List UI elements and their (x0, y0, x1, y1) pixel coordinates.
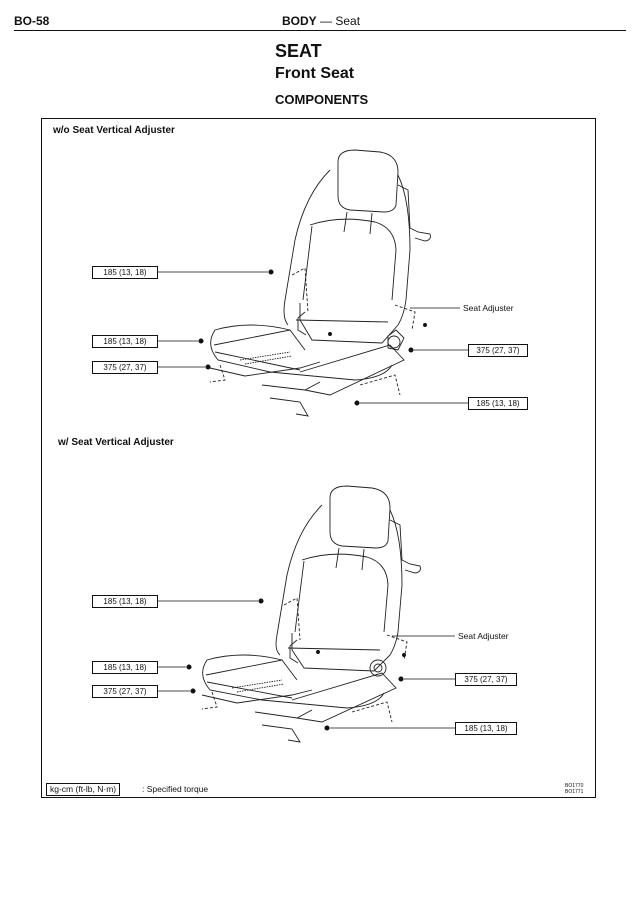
torque-legend-text: : Specified torque (142, 784, 209, 794)
section-sub: Seat (335, 14, 361, 28)
section-header: BODY — Seat (282, 14, 360, 28)
figure-code: BO1770 (565, 783, 584, 789)
seat-illustration-bottom (201, 485, 421, 743)
torque-callout: 375 (27, 37) (92, 685, 158, 698)
page-title: SEAT (275, 41, 322, 61)
header-rule (14, 30, 626, 31)
components-heading: COMPONENTS (275, 92, 369, 107)
torque-callout: 375 (27, 37) (92, 361, 158, 374)
torque-callout: 375 (27, 37) (468, 344, 528, 357)
diagram-top-heading: w/o Seat Vertical Adjuster (53, 125, 175, 136)
figure-code: BO1771 (565, 789, 584, 795)
torque-unit-legend: kg-cm (ft-lb, N·m) (46, 783, 121, 796)
seat-adjuster-label: Seat Adjuster (458, 631, 509, 641)
torque-callout: 375 (27, 37) (455, 673, 517, 686)
page-number: BO-58 (14, 14, 50, 28)
seat-illustration-top (209, 149, 431, 417)
torque-callout: 185 (13, 18) (92, 661, 158, 674)
torque-callout: 185 (13, 18) (455, 722, 517, 735)
diagram-frame (41, 118, 596, 798)
torque-callout: 185 (13, 18) (92, 266, 158, 279)
page-subtitle: Front Seat (275, 65, 355, 82)
section-separator: — (320, 14, 333, 28)
diagram-bottom-heading: w/ Seat Vertical Adjuster (58, 437, 174, 448)
seat-adjuster-label: Seat Adjuster (463, 303, 514, 313)
torque-callout: 185 (13, 18) (468, 397, 528, 410)
torque-callout: 185 (13, 18) (92, 335, 158, 348)
section-main: BODY (282, 14, 317, 28)
torque-callout: 185 (13, 18) (92, 595, 158, 608)
